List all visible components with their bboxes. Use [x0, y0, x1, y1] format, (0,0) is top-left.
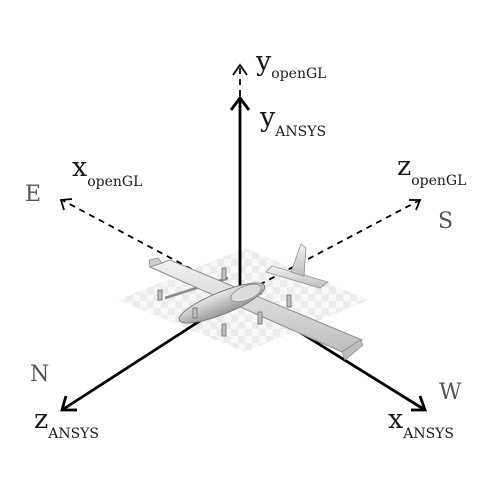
fuselage-nose [230, 283, 262, 303]
label-z-ansys: zANSYS [34, 404, 99, 442]
direction-north: N [30, 362, 49, 387]
opengl-y-arrowhead [232, 63, 248, 76]
direction-east: E [25, 182, 41, 207]
rotor-pod-2 [192, 307, 198, 319]
rotor-pod-6 [257, 311, 263, 325]
label-y-ansys: yANSYS [259, 102, 326, 140]
main-wing [148, 259, 364, 353]
rotor-pod-1 [157, 289, 163, 301]
horizontal-tail [265, 265, 329, 289]
drone-aircraft [148, 243, 364, 361]
opengl-z-arrowhead [409, 199, 422, 211]
ansys-y-arrowhead [229, 95, 251, 111]
rotor-pods [157, 267, 292, 337]
ansys-z-arrowhead [60, 395, 77, 412]
label-x-opengl: xopenGL [72, 152, 142, 190]
direction-south: S [438, 209, 453, 234]
opengl-x-arrowhead [59, 198, 73, 211]
label-x-ansys: xANSYS [388, 404, 454, 442]
rotor-pod-5 [221, 323, 227, 337]
wing-tip-left [148, 257, 163, 268]
rotor-pod-3 [221, 267, 227, 281]
label-y-opengl: yopenGL [255, 46, 326, 82]
label-z-opengl: zopenGL [397, 151, 466, 189]
opengl-z-axis-line [239, 199, 421, 296]
ansys-x-arrowhead [411, 395, 427, 412]
direction-west: W [439, 380, 462, 405]
vertical-tail-fin [290, 243, 307, 277]
rotor-pod-4 [286, 294, 292, 308]
wing-tip-right [341, 339, 364, 361]
